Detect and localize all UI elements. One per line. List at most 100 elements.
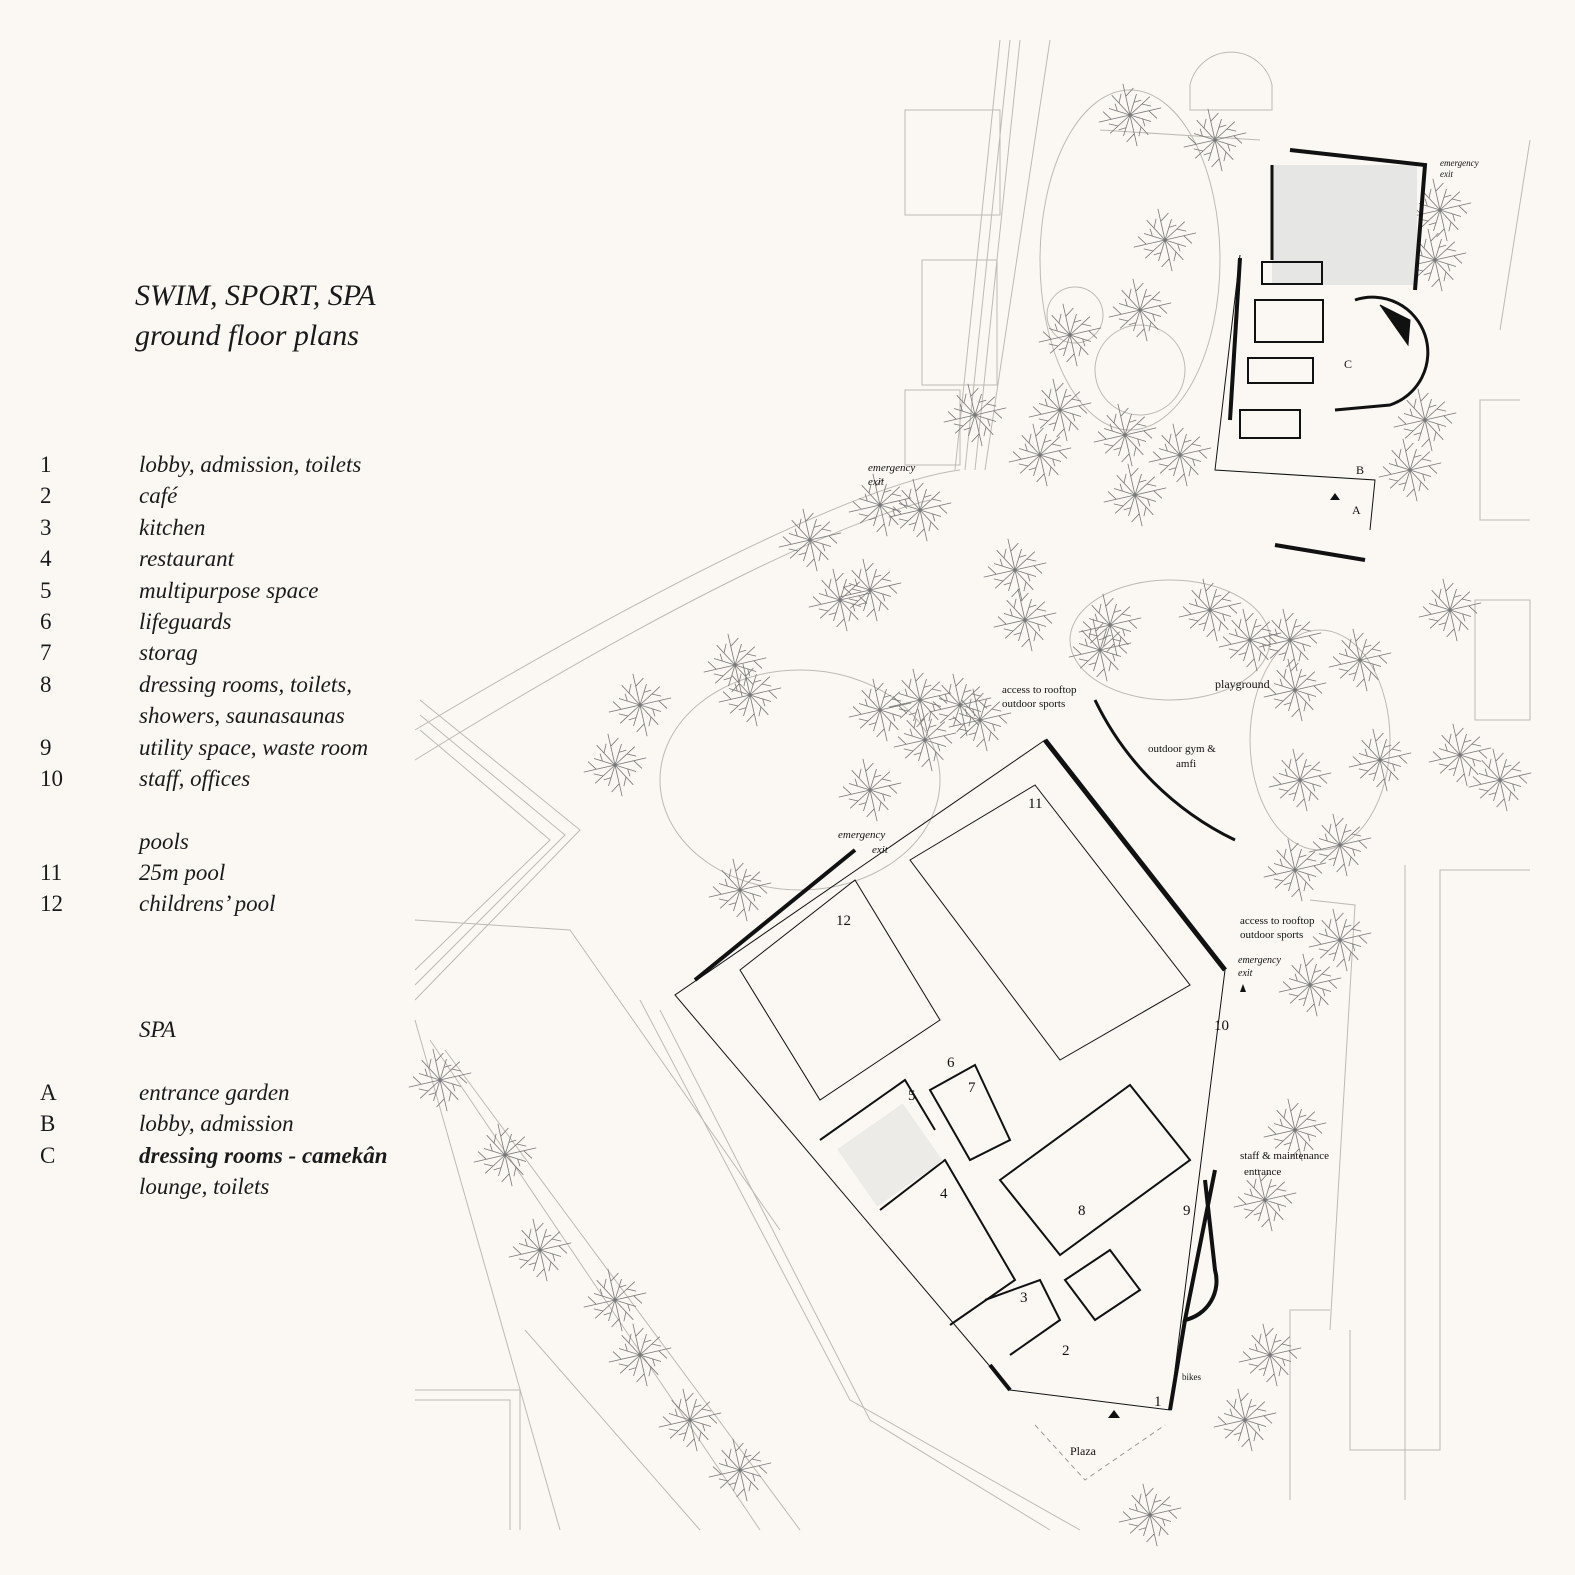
tree-icon — [993, 588, 1057, 652]
tree-icon — [943, 383, 1007, 447]
tree-icon — [1213, 1388, 1277, 1452]
landscape-lines — [414, 39, 1531, 1531]
tree-icon — [1418, 578, 1482, 642]
room-number: 7 — [968, 1080, 976, 1096]
room-number: 9 — [1183, 1203, 1191, 1219]
tree-icon — [1468, 748, 1532, 812]
outdoor-gym-label: outdoor gym & — [1148, 743, 1216, 755]
tree-icon — [608, 1323, 672, 1387]
emergency-exit-label: emergency — [1238, 955, 1281, 966]
spa-letter: B — [1356, 463, 1364, 477]
svg-text:5: 5 — [908, 1088, 916, 1104]
svg-text:exit: exit — [1238, 968, 1253, 979]
svg-text:4: 4 — [940, 1186, 948, 1202]
legend-row: 5 multipurpose space — [40, 575, 388, 606]
legend-label: lobby, admission, toilets — [139, 452, 362, 477]
svg-text:emergency: emergency — [1238, 955, 1281, 966]
legend-label: multipurpose space — [139, 577, 319, 603]
playground-label: playground — [1215, 677, 1270, 691]
svg-text:9: 9 — [1183, 1203, 1191, 1219]
tree-icon — [1428, 723, 1492, 787]
tree-icon — [608, 673, 672, 737]
emergency-exit-label: exit — [1440, 169, 1453, 179]
legend-row: 1 lobby, admission, toilets — [40, 449, 388, 480]
legend-row: 6 lifeguards — [40, 606, 388, 637]
legend-num: 1 — [40, 452, 52, 477]
svg-text:11: 11 — [1028, 796, 1042, 812]
legend-num: 9 — [40, 734, 52, 760]
legend-row: lounge, toilets — [40, 1171, 388, 1202]
room-number: 4 — [940, 1186, 948, 1202]
tree-icon — [893, 708, 957, 772]
tree-icon — [808, 568, 872, 632]
legend-label: lifeguards — [139, 608, 232, 634]
plan-labels: emergency exit emergency exit emergency … — [836, 158, 1479, 1458]
legend-num: 5 — [40, 577, 52, 603]
tree-icon — [1093, 403, 1157, 467]
svg-text:B: B — [1356, 463, 1364, 477]
access-rooftop-label: outdoor sports — [1240, 929, 1303, 941]
legend-label: dressing rooms, toilets, — [139, 671, 352, 697]
staff-entrance-label: staff & maintenance — [1240, 1150, 1329, 1162]
svg-text:A: A — [1352, 503, 1361, 517]
legend-num: A — [40, 1079, 57, 1105]
legend-num: 10 — [40, 765, 63, 791]
legend-label: lobby, admission — [139, 1111, 294, 1137]
tree-icon — [1178, 578, 1242, 642]
tree-icon — [583, 733, 647, 797]
room-number: 12 — [836, 913, 851, 929]
tree-icon — [718, 663, 782, 727]
tree-icon — [983, 538, 1047, 602]
svg-text:staff & maintenance: staff & maintenance — [1240, 1150, 1329, 1162]
legend-label: storag — [139, 640, 198, 666]
tree-icon — [1038, 303, 1102, 367]
legend-num: C — [40, 1142, 56, 1168]
tree-icon — [408, 1048, 472, 1112]
svg-text:exit: exit — [868, 476, 885, 488]
legend-label: café — [139, 483, 178, 509]
emergency-exit-label: exit — [872, 844, 889, 856]
room-number: 10 — [1214, 1018, 1229, 1034]
access-rooftop-label: access to rooftop — [1240, 915, 1315, 927]
tree-icon — [1268, 748, 1332, 812]
legend-num: 11 — [40, 860, 63, 886]
legend-num: 6 — [40, 608, 52, 634]
svg-text:emergency: emergency — [1440, 158, 1479, 168]
svg-text:emergency: emergency — [838, 829, 885, 841]
tree-icon — [1393, 388, 1457, 452]
trees — [408, 83, 1532, 1547]
spa-letter: A — [1352, 503, 1361, 517]
tree-icon — [1378, 438, 1442, 502]
svg-text:2: 2 — [1062, 1343, 1070, 1359]
bikes-label: bikes — [1182, 1372, 1201, 1382]
room-number: 5 — [908, 1088, 916, 1104]
pool-25m — [909, 784, 1191, 1061]
tree-icon — [888, 478, 952, 542]
legend-label: childrens’ pool — [139, 891, 276, 917]
spa-garden-court — [1272, 165, 1417, 285]
legend-num: 3 — [40, 514, 52, 540]
svg-text:7: 7 — [968, 1080, 976, 1096]
legend-num: 7 — [40, 640, 52, 666]
tree-icon — [928, 673, 992, 737]
legend-row: 7 storag — [40, 637, 388, 668]
tree-icon — [1148, 423, 1212, 487]
legend-num: 8 — [40, 671, 52, 697]
tree-icon — [1403, 228, 1467, 292]
svg-text:C: C — [1344, 357, 1352, 371]
legend-label: entrance garden — [139, 1079, 290, 1105]
svg-text:outdoor gym &: outdoor gym & — [1148, 743, 1216, 755]
tree-icon — [473, 1123, 537, 1187]
svg-text:outdoor sports: outdoor sports — [1240, 929, 1303, 941]
tree-icon — [1348, 728, 1412, 792]
tree-icon — [1108, 278, 1172, 342]
spa-building — [1214, 148, 1430, 562]
tree-icon — [1258, 608, 1322, 672]
tree-icon — [1263, 658, 1327, 722]
legend-row: pools — [40, 826, 388, 857]
